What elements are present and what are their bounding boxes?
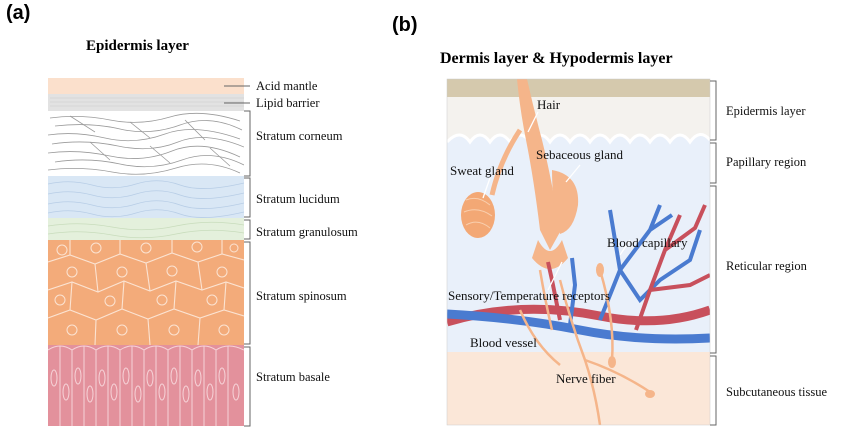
label-stratum-spinosum: Stratum spinosum	[256, 289, 347, 303]
epidermis-region-bracket	[710, 80, 717, 141]
label-nerve-fiber: Nerve fiber	[556, 371, 616, 386]
label-papillary-region: Papillary region	[726, 155, 807, 169]
label-blood-capillary: Blood capillary	[607, 235, 688, 250]
spinosum-cells	[48, 240, 244, 346]
label-stratum-granulosum: Stratum granulosum	[256, 225, 358, 239]
hypodermis-background	[447, 352, 710, 425]
stratum-granulosum-layer	[48, 218, 244, 240]
dermis-diagram	[447, 79, 710, 425]
panel-a-label: (a)	[6, 2, 31, 24]
sweat-gland-pointer	[482, 177, 491, 199]
label-reticular-region: Reticular region	[726, 259, 807, 273]
spinosum-bracket	[244, 241, 251, 345]
papillary-region-bracket	[710, 142, 717, 184]
sensory-receptor-endings	[596, 263, 655, 398]
granulosum-bracket	[244, 219, 251, 240]
reticular-region-bracket	[710, 185, 717, 354]
label-epidermis-region: Epidermis layer	[726, 104, 806, 118]
label-sebaceous-gland: Sebaceous gland	[536, 147, 624, 162]
epidermis-band	[447, 79, 710, 97]
panel-a-title: Epidermis layer	[86, 38, 189, 54]
hair-pointer	[527, 111, 539, 133]
label-acid-mantle: Acid mantle	[256, 79, 318, 93]
hair-bulb	[532, 240, 568, 269]
blood-capillary-network	[546, 204, 710, 331]
label-blood-vessel: Blood vessel	[470, 335, 537, 350]
sweat-gland-duct	[489, 128, 523, 196]
label-sensory-receptors: Sensory/Temperature receptors	[448, 288, 610, 303]
corneum-flakes	[48, 112, 244, 175]
stratum-basale-layer	[48, 345, 244, 426]
acid-mantle-layer	[48, 78, 244, 94]
panel-b-border	[446, 78, 711, 426]
sebaceous-pointer	[565, 164, 581, 183]
granulosum-waves	[48, 221, 244, 239]
nerve-fiber-network	[518, 269, 651, 425]
label-hair: Hair	[537, 97, 561, 112]
lucidum-bracket	[244, 177, 251, 218]
panel-b-label: (b)	[392, 14, 418, 36]
corneum-bracket	[244, 110, 251, 177]
sweat-gland-coil	[461, 192, 495, 238]
panel-a-brackets	[224, 85, 251, 427]
capillary-pointer	[619, 239, 631, 256]
lipid-barrier-layer	[48, 94, 244, 111]
label-stratum-basale: Stratum basale	[256, 370, 330, 384]
basale-bracket	[244, 346, 251, 427]
sebaceous-gland-shape	[552, 170, 579, 234]
epidermis-stack	[48, 78, 244, 426]
lucidum-waves	[48, 180, 244, 218]
basale-cells	[48, 345, 244, 426]
panel-b-title: Dermis layer & Hypodermis layer	[440, 50, 673, 67]
papillary-border	[447, 133, 710, 145]
label-subcutaneous-region: Subcutaneous tissue	[726, 385, 828, 399]
hair-shaft	[517, 79, 560, 250]
label-lipid-barrier: Lipid barrier	[256, 96, 320, 110]
subcutaneous-region-bracket	[710, 355, 717, 426]
label-stratum-lucidum: Stratum lucidum	[256, 192, 340, 206]
spinosum-nuclei	[54, 241, 239, 336]
label-stratum-corneum: Stratum corneum	[256, 129, 343, 143]
panel-b-pointers	[482, 111, 631, 291]
receptor-pointer	[547, 261, 563, 291]
panel-b-brackets	[710, 80, 717, 426]
sweat-gland-coil-lines	[463, 197, 493, 229]
lipid-barrier-texture	[50, 97, 244, 107]
label-sweat-gland: Sweat gland	[450, 163, 514, 178]
basale-nuclei	[50, 367, 240, 403]
epidermis-ridges	[447, 97, 710, 142]
blood-vessel-vein	[447, 309, 710, 344]
